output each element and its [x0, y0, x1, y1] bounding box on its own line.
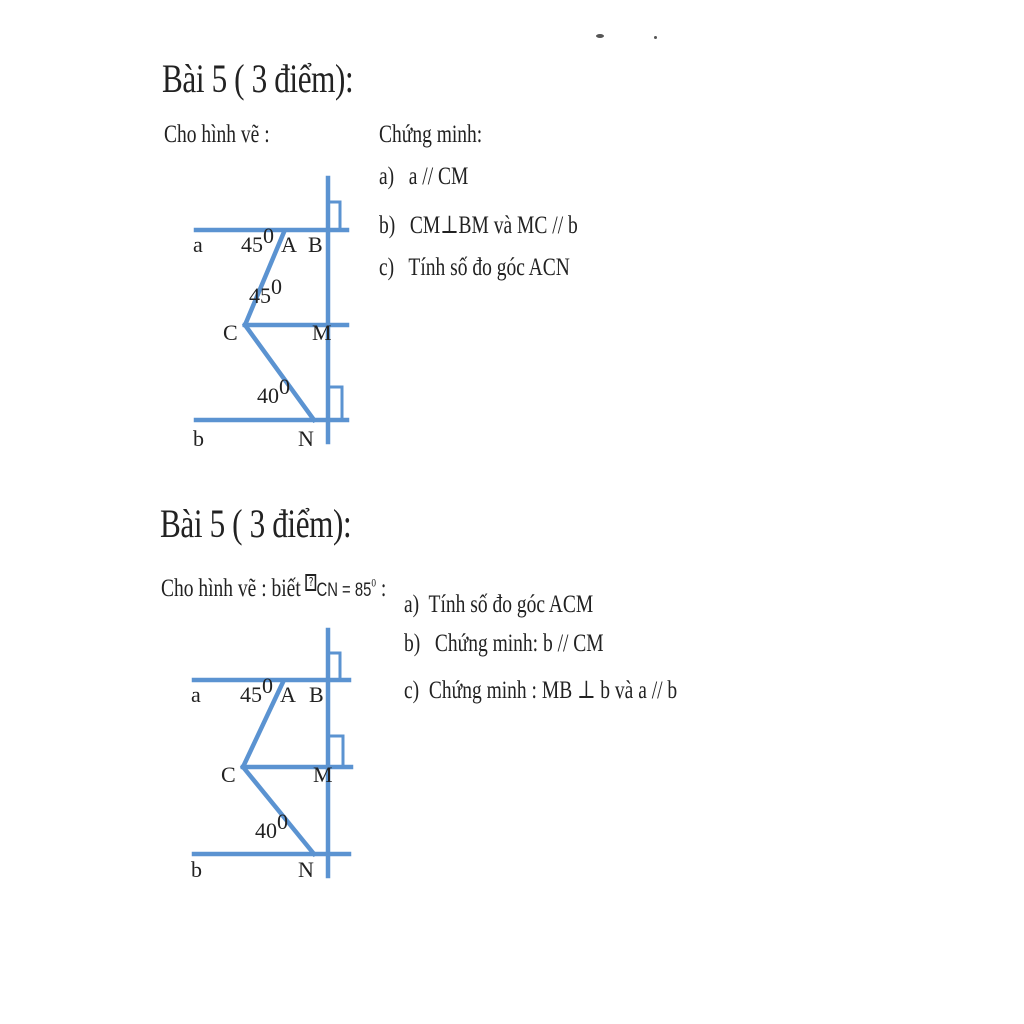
- problem1-task-b: b) CM⊥BM và MC // b: [379, 210, 578, 240]
- label-a: a: [193, 232, 203, 257]
- angle-label-cn: 400: [257, 374, 290, 408]
- problem2-task-c: c) Chứng minh : MB ⊥ b và a // b: [404, 675, 677, 705]
- degree-sign: 0: [263, 223, 274, 248]
- segment-ac: [242, 229, 287, 328]
- label-M: M: [312, 320, 332, 345]
- angle-label-ac: 450: [249, 274, 282, 308]
- right-angle-mark-b: [326, 200, 342, 232]
- intro-suffix: :: [375, 575, 387, 602]
- degree-sign: 0: [271, 274, 282, 299]
- segment-ac: [240, 679, 286, 770]
- segment-cn: [241, 321, 318, 424]
- problem2-task-a: a) Tính số đo góc ACM: [404, 591, 593, 619]
- task-text: a // CM: [408, 163, 469, 190]
- angle-label-aa: 450: [241, 223, 274, 257]
- intro-prefix: Cho hình vẽ : biết: [161, 575, 306, 602]
- label-N: N: [298, 426, 314, 451]
- right-angle-mark-n: [326, 385, 344, 422]
- task-letter: a): [379, 163, 395, 190]
- angle-value: 45: [249, 283, 271, 308]
- problem1-task-c: c) Tính số đo góc ACN: [379, 254, 570, 282]
- problem2-title: Bài 5 ( 3 điểm):: [160, 501, 352, 546]
- task-text: Chứng minh : MB ⊥ b và a // b: [428, 677, 678, 704]
- task-letter: c): [379, 254, 395, 281]
- degree-sign: 0: [277, 809, 288, 834]
- problem1-task-heading: Chứng minh:: [379, 121, 483, 148]
- scan-speck: [596, 34, 604, 38]
- task-letter: b): [404, 630, 421, 657]
- label-A: A: [280, 682, 296, 707]
- task-text: CM⊥BM và MC // b: [409, 212, 578, 239]
- degree-sign: 0: [262, 673, 273, 698]
- scan-speck: [654, 36, 657, 39]
- degree-sign: 0: [371, 575, 376, 590]
- label-N: N: [298, 857, 314, 882]
- task-text: Tính số đo góc ACN: [408, 254, 570, 281]
- label-b: b: [193, 426, 204, 451]
- problem2-intro: Cho hình vẽ : biết ?CN = 850 :: [161, 574, 386, 603]
- intro-expression: CN = 85: [316, 580, 372, 601]
- segment-cn: [239, 763, 318, 858]
- task-letter: b): [379, 212, 396, 239]
- problem1-task-a: a) a // CM: [379, 163, 468, 191]
- label-B: B: [309, 682, 324, 707]
- degree-sign: 0: [279, 374, 290, 399]
- label-a: a: [191, 682, 201, 707]
- task-text: Tính số đo góc ACM: [428, 591, 594, 618]
- label-C: C: [223, 320, 238, 345]
- angle-value: 45: [241, 232, 263, 257]
- problem2-task-b: b) Chứng minh: b // CM: [404, 630, 604, 658]
- angle-label-aa: 450: [240, 673, 273, 707]
- task-letter: c): [404, 677, 420, 704]
- problem1-title: Bài 5 ( 3 điểm):: [162, 56, 354, 101]
- right-angle-mark-b: [326, 651, 342, 682]
- label-C: C: [221, 762, 236, 787]
- right-angle-mark-m: [326, 734, 345, 769]
- label-b: b: [191, 857, 202, 882]
- label-B: B: [308, 232, 323, 257]
- angle-value: 40: [255, 818, 277, 843]
- task-letter: a): [404, 591, 420, 618]
- label-M: M: [313, 762, 333, 787]
- problem1-intro: Cho hình vẽ :: [164, 121, 270, 148]
- angle-value: 45: [240, 682, 262, 707]
- angle-label-cn: 400: [255, 809, 288, 843]
- angle-value: 40: [257, 383, 279, 408]
- task-text: Chứng minh: b // CM: [434, 630, 604, 657]
- label-A: A: [281, 232, 297, 257]
- missing-glyph-icon: ?: [305, 574, 317, 591]
